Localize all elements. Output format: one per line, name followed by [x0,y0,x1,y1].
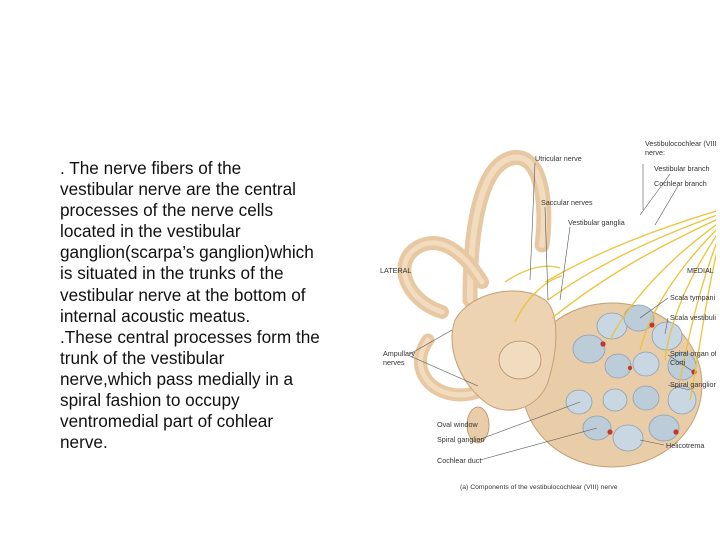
text-line: nerve,which pass medially in a [60,368,294,389]
label-scala-tympani: Scala tympani [670,293,716,302]
text-line: . The nerve fibers of the [60,158,242,178]
label-scala-vestibuli: Scala vestibuli [670,313,716,322]
label-medial: MEDIAL [687,266,714,275]
text-line: trunk of the vestibular [60,347,225,368]
text-line: internal acoustic meatus. [60,305,251,326]
text-line: located in the vestibular [60,221,241,242]
label-vestibular-ganglia: Vestibular ganglia [568,218,625,227]
text-line: processes of the nerve cells [60,200,274,221]
text-line: vestibular nerve are the central [60,179,296,200]
text-line: spiral fashion to occupy [60,390,240,411]
label-spiral-organ-line2: Corti [670,358,686,367]
label-ampullary-nerves-line2: nerves [383,358,405,367]
label-lateral: LATERAL [380,266,411,275]
label-spiral-organ: Spiral organ of [670,349,716,358]
figure-caption: (a) Components of the vestibulocochlear … [460,484,618,491]
oval-window [466,406,490,444]
text-line: ganglion(scarpa’s ganglion)which [60,242,314,263]
label-spiral-ganglion-right: Spiral ganglion [670,380,716,389]
vestibulocochlear-nerve-fibres [504,210,716,401]
saccule [498,340,542,380]
label-utricular-nerve: Utricular nerve [535,154,582,163]
label-cochlear-duct: Cochlear duct [437,456,481,465]
text-line: vestibular nerve at the bottom of [60,284,306,305]
label-helicotrema: Helicotrema [666,441,704,450]
inner-ear-illustration: Vestibulocochlear (VIII) nerve: Vestibul… [380,139,716,491]
label-oval-window: Oval window [437,420,479,429]
slide-body-text: . The nerve fibers of the vestibular ner… [60,158,370,453]
semicircular-canals [397,150,552,402]
text-line: .These central processes form the [60,326,320,347]
label-cochlear-branch: Cochlear branch [654,179,707,188]
label-ampullary-nerves: Ampullary [383,349,415,358]
label-vestibular-branch: Vestibular branch [654,164,710,173]
label-spiral-ganglion-left: Spiral ganglion [437,435,485,444]
label-vestibulocochlear-nerve: Vestibulocochlear (VIII) [645,139,716,148]
label-vestibulocochlear-nerve-line2: nerve: [645,148,665,157]
text-line: ventromedial part of cohlear [60,411,274,432]
label-saccular-nerves: Saccular nerves [541,198,593,207]
label-leader-lines [409,162,695,461]
text-line: nerve. [60,432,108,453]
text-line: is situated in the trunks of the [60,263,284,284]
